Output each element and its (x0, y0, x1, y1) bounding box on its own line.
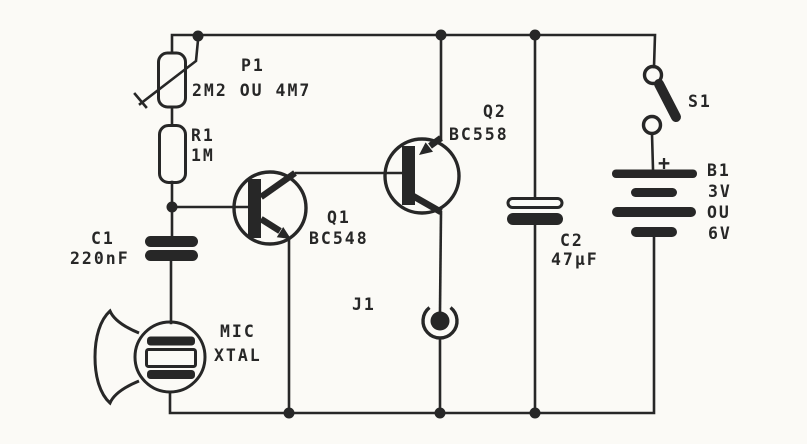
capacitor-plate (145, 250, 198, 261)
r1-ref-label: R1 (191, 126, 215, 145)
mic-ref-label: MIC (220, 322, 256, 341)
junction-dot (529, 407, 541, 419)
power-rail-top (170, 33, 657, 69)
mic-value-label: XTAL (214, 346, 262, 365)
battery-plate-long (612, 169, 697, 178)
switch-contact (641, 114, 663, 136)
junction-dot (434, 407, 446, 419)
mic-crystal-plate (145, 348, 197, 368)
mic-body (133, 320, 207, 394)
transistor-circle (232, 170, 308, 246)
b1-ref-label: B1 (707, 161, 731, 180)
junction-dot (192, 30, 204, 42)
battery-plus-sign: + (658, 151, 670, 175)
switch-lever (654, 79, 681, 122)
emitter-arrow (419, 142, 433, 155)
wiper-tail (133, 92, 148, 109)
jack-sleeve-arc (421, 306, 459, 340)
transistor-q2: Q2 BC558 (383, 102, 509, 215)
battery-plate-short (631, 227, 677, 237)
c2-ref-label: C2 (560, 231, 584, 250)
b1-voltage-label: 6V (708, 224, 732, 243)
transistor-circle (383, 137, 461, 215)
b1-voltage-label: 3V (708, 182, 732, 201)
q2-ref-label: Q2 (483, 102, 507, 121)
battery-b1: + B1 3V OU 6V (612, 151, 732, 243)
transistor-base-bar (402, 146, 415, 205)
battery-plate-short (631, 188, 677, 197)
mic-element-bar (147, 370, 195, 379)
capacitor-c1: C1 220nF (70, 229, 198, 268)
c1-value-label: 220nF (70, 249, 130, 268)
jack-tip-contact (430, 311, 450, 331)
c1-ref-label: C1 (91, 229, 115, 248)
switch-s1: S1 (641, 64, 712, 136)
collector-lead (411, 193, 443, 215)
wiper-arrow (138, 38, 200, 106)
collector-lead (259, 170, 297, 200)
emitter-arrow (276, 227, 291, 239)
mic-element-bar (147, 336, 195, 346)
r1-value-label: 1M (191, 146, 215, 165)
capacitor-plate (145, 236, 198, 247)
transistor-base-bar (248, 179, 261, 238)
switch-contact (642, 64, 664, 86)
wire-q2-collector-j1 (438, 210, 443, 313)
p1-ref-label: P1 (241, 56, 265, 75)
wires (169, 33, 655, 415)
transistor-q1: Q1 BC548 (232, 170, 369, 248)
ground-rail-bottom (168, 235, 656, 415)
microphone-mic-xtal: MIC XTAL (93, 308, 262, 406)
p1-value-label: 2M2 OU 4M7 (192, 81, 311, 100)
junction-dot (435, 29, 447, 41)
emitter-lead (428, 135, 443, 149)
resistor-body (158, 124, 187, 184)
j1-ref-label: J1 (352, 295, 376, 314)
c2-value-label: 47µF (551, 250, 599, 269)
junction-dots (166, 29, 541, 419)
q1-ref-label: Q1 (327, 208, 351, 227)
emitter-lead (259, 216, 282, 234)
s1-ref-label: S1 (688, 92, 712, 111)
jack-j1: J1 (352, 295, 459, 340)
junction-dot (529, 29, 541, 41)
q1-value-label: BC548 (309, 229, 369, 248)
junction-dot (166, 201, 178, 213)
potentiometer-p1: P1 2M2 OU 4M7 (133, 38, 311, 109)
q2-value-label: BC558 (449, 125, 509, 144)
resistor-body (157, 51, 187, 109)
mic-horn (93, 308, 140, 406)
capacitor-c2: C2 47µF (506, 197, 599, 269)
battery-plate-long (612, 207, 696, 217)
wire-s1-b1 (650, 132, 655, 171)
capacitor-plate-negative (507, 213, 563, 225)
capacitor-plate-positive (506, 197, 564, 209)
junction-dot (283, 407, 295, 419)
resistor-r1: R1 1M (158, 124, 215, 184)
b1-voltage-label: OU (707, 203, 731, 222)
